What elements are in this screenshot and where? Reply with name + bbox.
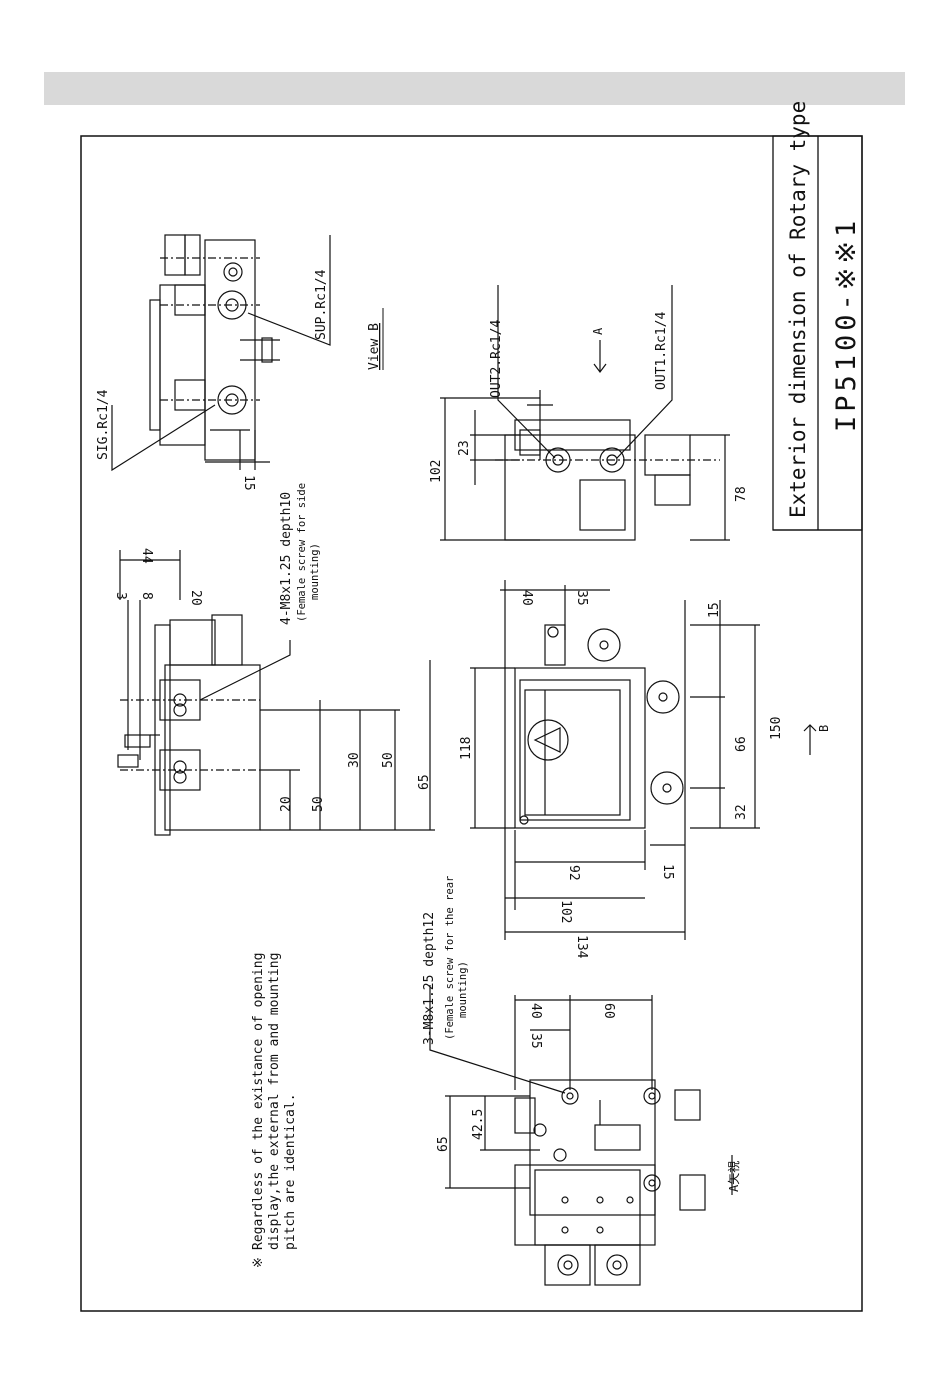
- elevation-drawing: [440, 285, 730, 541]
- dim-78: 78: [734, 486, 749, 502]
- rear-screw-note-2: mounting): [457, 961, 469, 1018]
- note-line-1: Regardless of the existance of opening: [251, 953, 266, 1250]
- view-a-label: A矢視: [726, 1161, 741, 1192]
- dim-40-left: 40: [528, 1003, 543, 1019]
- view-b-label: View B: [367, 323, 382, 370]
- dim-118: 118: [459, 737, 474, 760]
- dim-42-5: 42.5: [471, 1109, 486, 1140]
- drawing-frame: [80, 135, 863, 1312]
- dim-23: 23: [457, 440, 472, 456]
- dim-150: 150: [769, 717, 784, 740]
- view-a-drawing: [429, 985, 733, 1286]
- dim-35-left: 35: [528, 1033, 543, 1049]
- out1-port-label: OUT1.Rc1/4: [654, 312, 669, 390]
- dim-50-b: 50: [381, 752, 396, 768]
- note-mark: ※: [251, 1257, 266, 1268]
- arrow-a-label: A: [591, 327, 605, 335]
- side-screw-note-2: mounting): [309, 543, 321, 600]
- dim-60: 60: [601, 1003, 616, 1019]
- dim-102-front: 102: [558, 900, 573, 923]
- side-screw-note-1: (Female screw for side: [296, 483, 308, 622]
- dim-3: 3: [113, 592, 128, 600]
- dim-20-top: 20: [188, 590, 203, 606]
- rear-screw-label: 3-M8x1.25 depth12: [422, 912, 437, 1045]
- dim-35-mid: 35: [574, 590, 589, 606]
- dim-65-mid: 65: [417, 774, 432, 790]
- rear-screw-note-1: (Female screw for the rear: [444, 876, 456, 1040]
- view-b-drawing: [111, 234, 331, 472]
- dim-65-left: 65: [436, 1136, 451, 1152]
- title-text: Exterior dimension of Rotary type: [786, 101, 810, 518]
- dim-15-bottom: 15: [660, 864, 675, 880]
- dim-134: 134: [574, 935, 589, 959]
- dim-92: 92: [566, 865, 581, 881]
- title-block: Exterior dimension of Rotary type IP5100…: [772, 101, 863, 531]
- dim-8: 8: [139, 592, 154, 600]
- dim-50-a: 50: [311, 796, 326, 812]
- out2-port-label: OUT2.Rc1/4: [489, 320, 504, 398]
- model-text: IP5100-※※1: [831, 217, 862, 432]
- dim-30: 30: [347, 752, 362, 768]
- side-screw-label: 4-M8x1.25 depth10: [279, 492, 294, 625]
- dim-15-top: 15: [241, 475, 256, 491]
- note-line-2: display,the external from and mounting: [267, 953, 282, 1250]
- dim-15-gauge: 15: [707, 602, 722, 618]
- arrow-b-label: B: [817, 725, 831, 732]
- note-line-3: pitch are identical.: [283, 1093, 298, 1250]
- header-bar: [44, 72, 905, 105]
- dim-40-mid: 40: [519, 590, 534, 606]
- dim-32: 32: [734, 804, 749, 820]
- dim-20: 20: [279, 796, 294, 812]
- front-view-drawing: [470, 580, 817, 940]
- dim-44: 44: [139, 548, 154, 564]
- sig-port-label: SIG.Rc1/4: [96, 389, 111, 460]
- dim-66: 66: [734, 736, 749, 752]
- dim-102-side: 102: [429, 460, 444, 483]
- side-view-drawing: [117, 550, 435, 836]
- sup-port-label: SUP.Rc1/4: [314, 269, 329, 340]
- note: ※ Regardless of the existance of opening…: [251, 953, 298, 1268]
